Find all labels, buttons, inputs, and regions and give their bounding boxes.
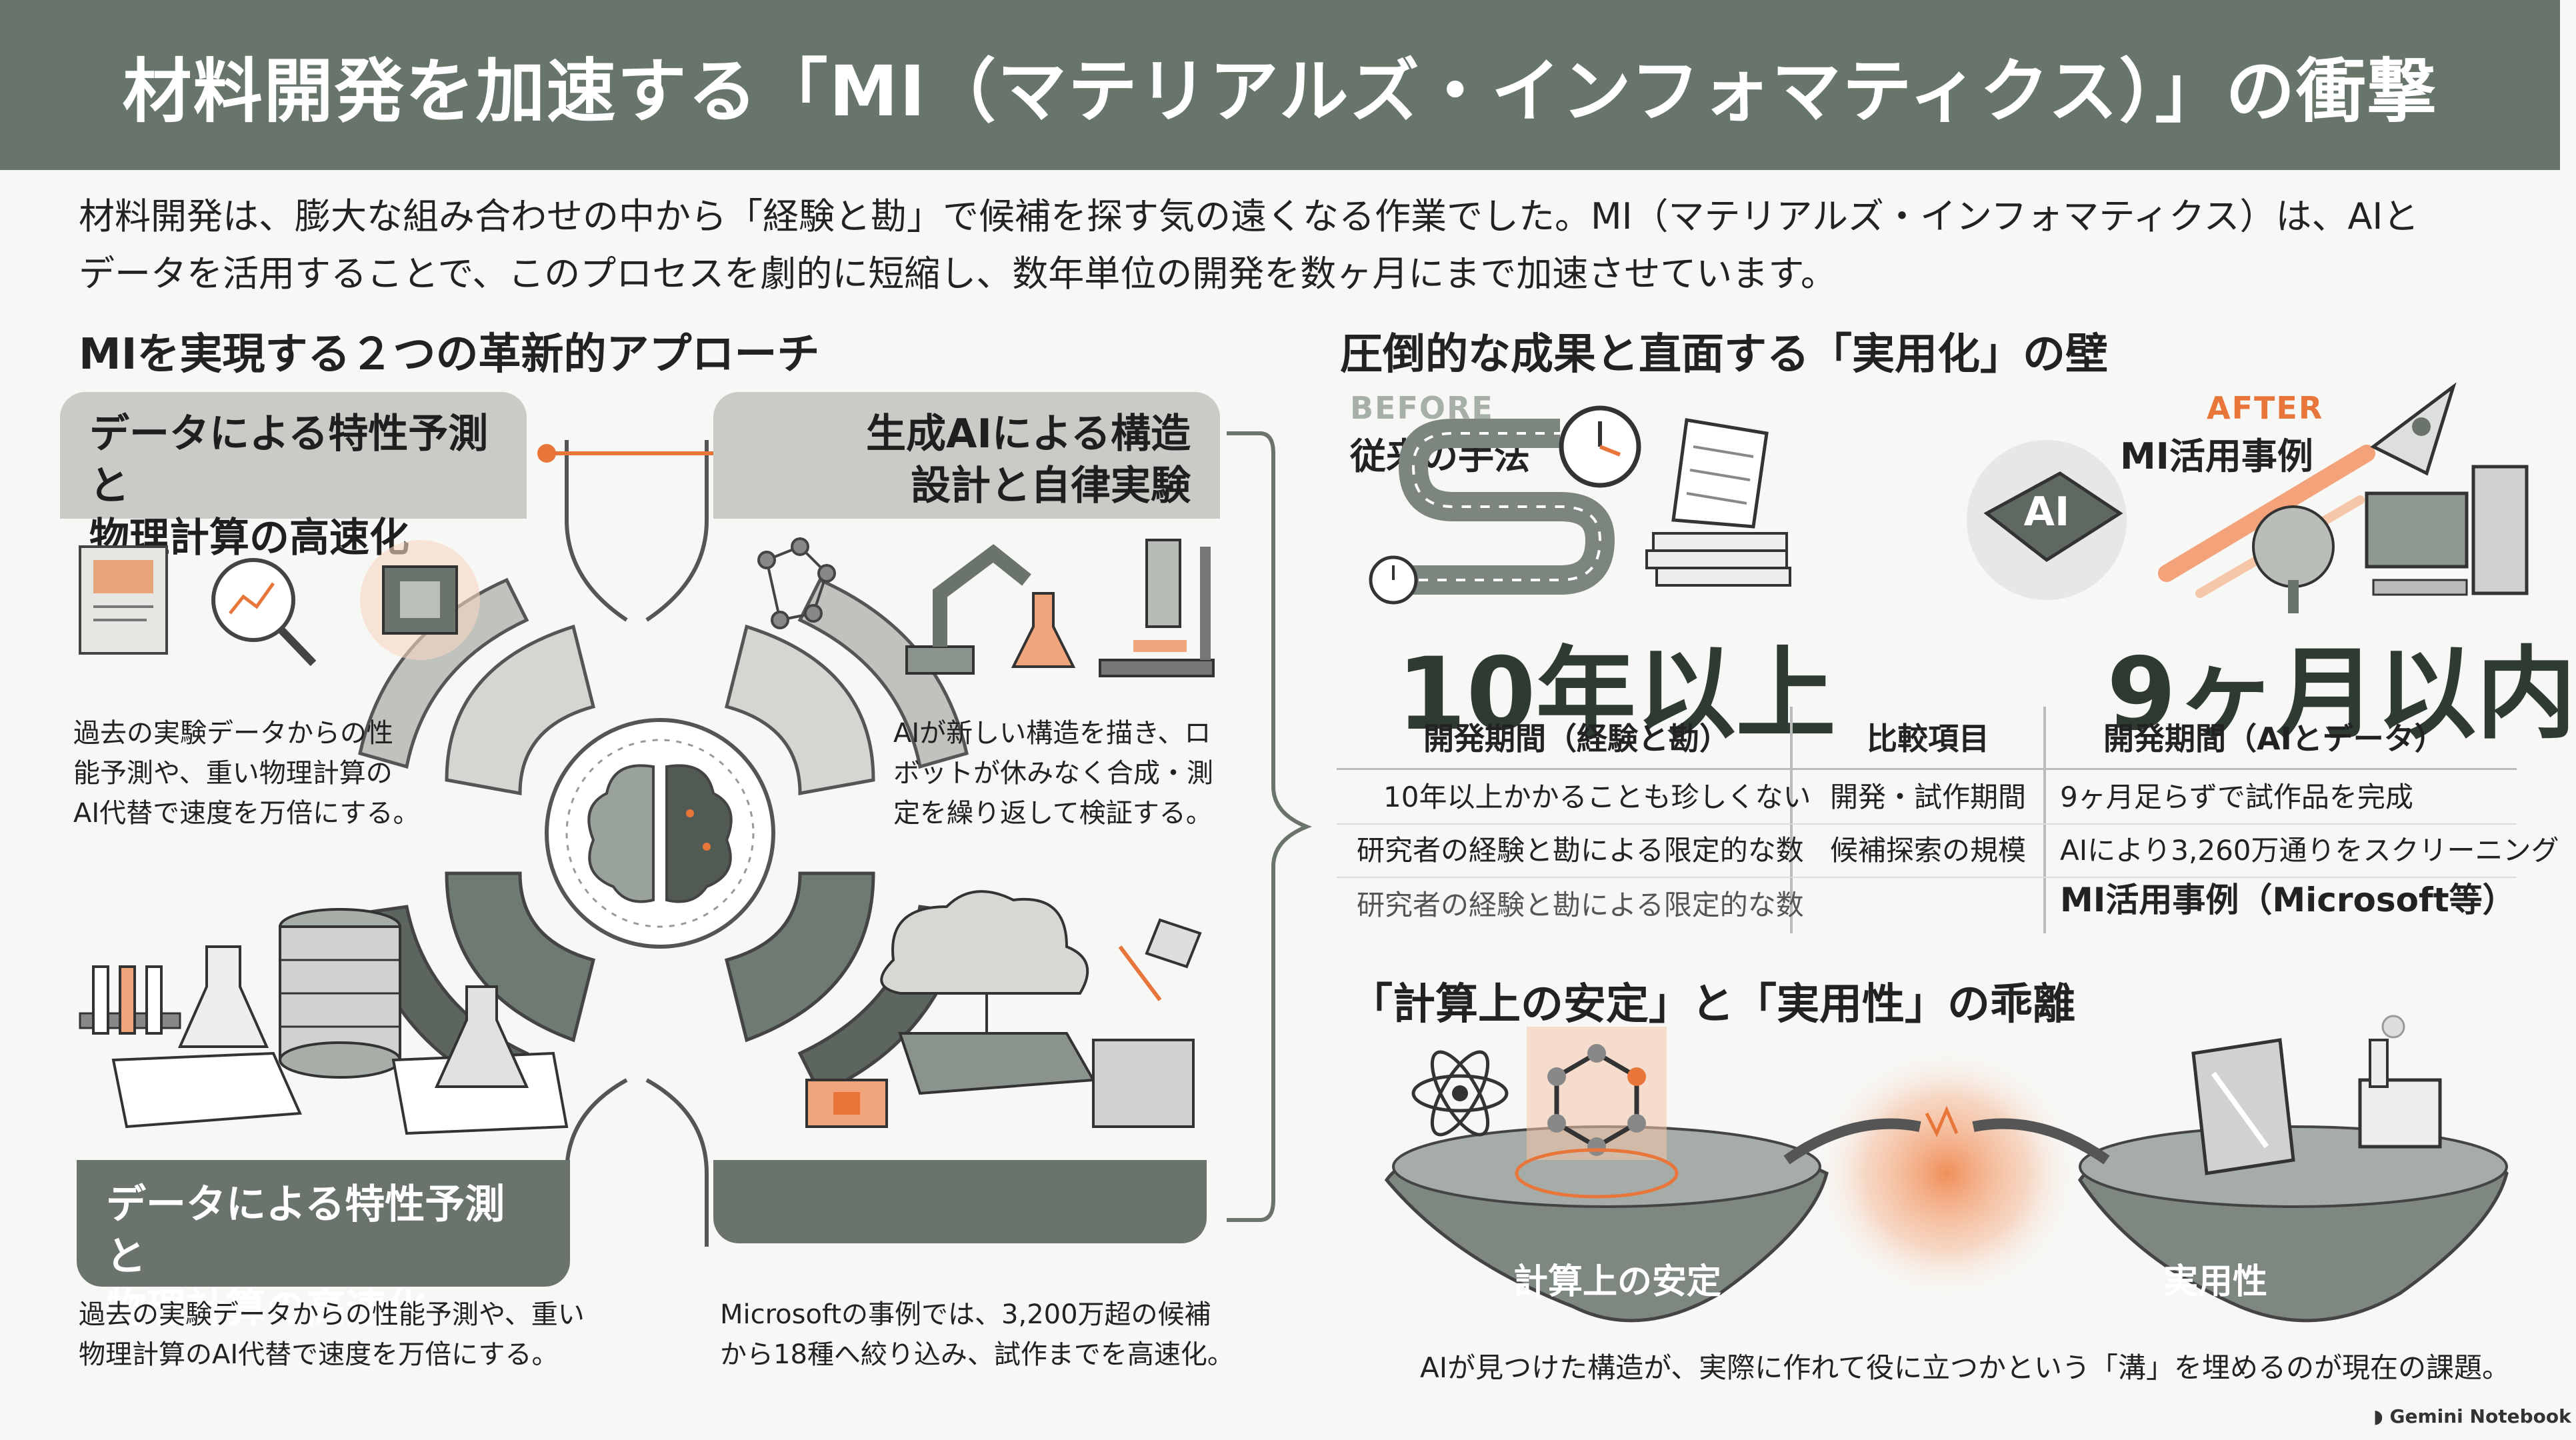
before-illustration [1369, 405, 1791, 605]
card-bottom-right-title-bar [713, 1160, 1207, 1243]
desc-line: Microsoftの事例では、3,200万超の候補 [720, 1299, 1211, 1330]
gear-quadrant-top-right [724, 577, 969, 795]
gear-quadrant-top-left [358, 577, 596, 795]
desc-line: ボットが休みなく合成・測 [893, 758, 1213, 789]
clock-icon [1369, 555, 1418, 605]
card-bottom-right-description: Microsoftの事例では、3,200万超の候補 から18種へ絞り込み、試作ま… [720, 1295, 1240, 1375]
flask-icon [1011, 592, 1076, 668]
flask-icon [434, 985, 529, 1088]
table-header-right: 開発期間（AIとデータ） [2103, 721, 2445, 757]
notebook-logo-icon: ◗ [2373, 1405, 2390, 1427]
card-bottom-left-description: 過去の実験データからの性能予測や、重い 物理計算のAI代替で速度を万倍にする。 [79, 1295, 625, 1375]
atom-icon [1411, 1050, 1509, 1137]
footer-brand: ◗ Gemini Notebook [2373, 1405, 2571, 1427]
printer-icon [1092, 918, 1202, 1128]
clock-icon [1559, 405, 1641, 488]
card-title-line: 設計と自律実験 [911, 463, 1191, 509]
approach-diagram [358, 440, 969, 1247]
gap-caption: AIが見つけた構造が、実際に作れて役に立つかという「溝」を埋めるのが現在の課題。 [1420, 1351, 2511, 1384]
microscope-icon [1099, 539, 1215, 677]
winding-road-icon [1398, 419, 1615, 595]
before-value: 10年以上 [1397, 637, 1836, 753]
test-tubes-icon [79, 965, 181, 1035]
card-bottom-left-illustration [79, 908, 569, 1135]
table-row-2-middle: 候補探索の規模 [1830, 834, 2027, 867]
footer-brand-text: Gemini Notebook [2389, 1405, 2571, 1427]
after-label: MI活用事例 [2120, 435, 2313, 477]
gap-right-label: 実用性 [2163, 1262, 2268, 1302]
after-illustration: AI [1967, 382, 2529, 613]
desc-line: 能予測や、重い物理計算の [73, 758, 393, 789]
card-top-left-description: 過去の実験データからの性 能予測や、重い物理計算の AI代替で速度を万倍にする。 [73, 713, 447, 833]
molecule-icon [757, 537, 836, 629]
card-title-line: 物理計算の高速化 [106, 1285, 426, 1332]
desc-line: 過去の実験データからの性 [73, 718, 393, 749]
document-chart-icon [79, 545, 168, 655]
card-top-right-description: AIが新しい構造を描き、ロ ボットが休みなく合成・測 定を繰り返して検証する。 [893, 713, 1227, 833]
rocket-icon [2370, 382, 2457, 476]
table-row-1-left: 10年以上かかることも珍しくない [1383, 781, 1811, 813]
cloud-chip-icon [880, 890, 1096, 1095]
table-row-1-right: 9ヶ月足らずで試作品を完成 [2060, 781, 2413, 813]
right-section-title: 圧倒的な成果と直面する「実用化」の壁 [1340, 330, 2108, 379]
desc-line: 過去の実験データからの性能予測や、重い [79, 1299, 585, 1330]
desc-line: 定を繰り返して検証する。 [893, 798, 1213, 829]
metal-plate-icon [2191, 1038, 2295, 1175]
desc-line: AI代替で速度を万倍にする。 [73, 798, 420, 829]
desc-line: AIが新しい構造を描き、ロ [893, 718, 1211, 749]
table-row-2-left: 研究者の経験と勘による限定的な数 [1357, 834, 1804, 867]
after-badge: AFTER [2207, 390, 2324, 426]
brain-icon [545, 718, 775, 949]
paper-icon [111, 1051, 569, 1135]
desc-line: から18種へ絞り込み、試作までを高速化。 [720, 1339, 1234, 1370]
table-row-3-left: 研究者の経験と勘による限定的な数 [1357, 889, 1804, 921]
flask-icon [177, 945, 269, 1048]
card-title-line: データによる特性予測と [89, 411, 489, 509]
gap-illustration [1384, 1015, 2509, 1323]
chip-label: AI [2024, 489, 2070, 535]
left-island [1384, 1125, 1829, 1323]
hexagon-molecule-icon [1515, 1027, 1679, 1199]
card-top-right-illustration [757, 537, 1215, 677]
card-top-left-title: データによる特性予測と 物理計算の高速化 [60, 392, 527, 561]
card-title-line: 生成AIによる構造 [866, 411, 1191, 457]
chip-icon [360, 540, 480, 660]
left-section-title: MIを実現する２つの革新的アプローチ [79, 330, 820, 379]
table-row-2-right: AIにより3,260万通りをスクリーニング [2060, 834, 2559, 867]
magnifier-chart-icon [211, 558, 317, 667]
table-row-1-middle: 開発・試作期間 [1830, 781, 2027, 813]
card-bottom-left-title: データによる特性予測と 物理計算の高速化 [77, 1160, 570, 1332]
tree-icon [2252, 505, 2335, 613]
comparison-table: 開発期間（経験と勘） 比較項目 開発期間（AIとデータ） 10年以上かかることも… [1337, 707, 2559, 947]
database-icon [279, 908, 401, 1079]
header-banner: 材料開発を加速する「MI（マテリアルズ・インフォマティクス）」の衝撃 [0, 0, 2560, 170]
card-title-line: データによる特性予測と [106, 1181, 505, 1280]
table-header-middle: 比較項目 [1867, 721, 1989, 757]
computer-icon [2365, 465, 2529, 596]
table-row-3-right: MI活用事例（Microsoft等） [2060, 881, 2516, 919]
gap-left-label: 計算上の安定 [1513, 1262, 1722, 1302]
chip-icon: AI [1967, 440, 2127, 600]
intro-line-2: データを活用することで、このプロセスを劇的に短縮し、数年単位の開発を数ヶ月にまで… [79, 253, 1837, 295]
card-bottom-right-illustration [805, 890, 1202, 1128]
page-title: 材料開発を加速する「MI（マテリアルズ・インフォマティクス）」の衝撃 [122, 51, 2438, 132]
card-top-left-illustration [79, 540, 480, 667]
intro-line-1: 材料開発は、膨大な組み合わせの中から「経験と勘」で候補を探す気の遠くなる作業でし… [79, 195, 2419, 237]
broken-bridge-icon [1783, 1105, 2110, 1165]
robot-arm-icon [905, 544, 1031, 675]
brace-connector [1227, 431, 1313, 1222]
gap-title: 「計算上の安定」と「実用性」の乖離 [1350, 980, 2075, 1029]
chip-icon [805, 1079, 888, 1128]
paper-stack-icon [1645, 418, 1791, 587]
after-value: 9ヶ月以内 [2107, 637, 2576, 753]
intro-text: 材料開発は、膨大な組み合わせの中から「経験と勘」で候補を探す気の遠くなる作業でし… [79, 188, 2492, 303]
card-top-right-title: 生成AIによる構造 設計と自律実験 [713, 392, 1220, 519]
factory-icon [2358, 1015, 2442, 1149]
desc-line: 物理計算のAI代替で速度を万倍にする。 [79, 1339, 559, 1370]
table-header-left: 開発期間（経験と勘） [1423, 721, 1730, 757]
gap-glow [1813, 1047, 2080, 1300]
